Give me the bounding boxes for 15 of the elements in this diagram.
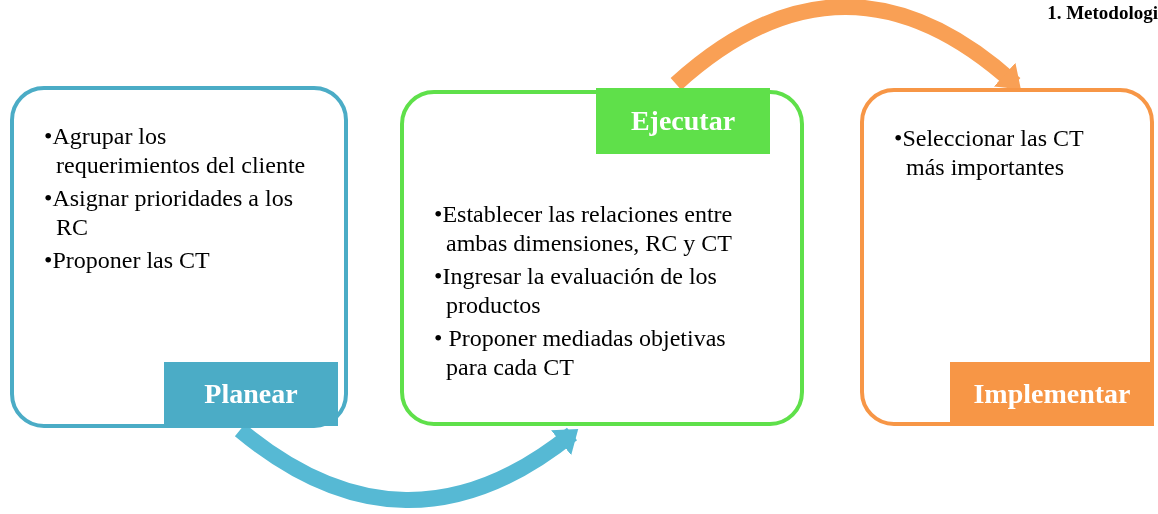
stage-box xyxy=(860,88,1154,426)
stage-label: Planear xyxy=(164,362,338,426)
bullet-text: •Seleccionar las CT más importantes xyxy=(894,124,1085,182)
stage-label: Implementar xyxy=(950,362,1154,426)
stage-box xyxy=(10,86,348,428)
bullet-text: •Proponer las CT xyxy=(44,246,211,275)
bullet-text: •Establecer las relaciones entre ambas dimensiones, RC y CT xyxy=(434,200,734,258)
stage-label: Ejecutar xyxy=(596,88,770,154)
bullet-text: •Agrupar los requerimientos del cliente xyxy=(44,122,306,180)
bullet-text: •Ingresar la evaluación de los productos xyxy=(434,262,718,320)
stage-box xyxy=(400,90,804,426)
curved-arrow xyxy=(670,0,1022,91)
bullet-text: •Asignar prioridades a los RC xyxy=(44,184,294,242)
bullet-text: • Proponer mediadas objetivas para cada CT xyxy=(434,324,727,382)
title: 1. Metodologi xyxy=(1047,2,1158,24)
